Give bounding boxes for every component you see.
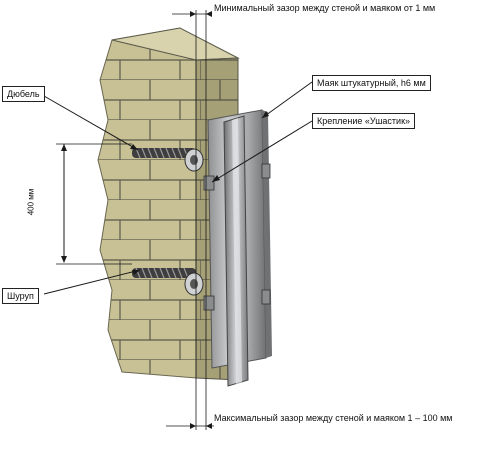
max-gap-arrow-left [190, 423, 196, 429]
clip-label: Крепление «Ушастик» [312, 113, 416, 129]
leader-shurup-arrow [132, 270, 140, 275]
leader-dubel-arrow [130, 144, 138, 150]
ear-clip-lower [203, 295, 215, 311]
ear-clip-right-upper [261, 163, 271, 179]
leader-kreplenie [211, 120, 313, 183]
leader-dubel [43, 95, 139, 151]
max-gap-label: Максимальный зазор между стеной и маяком… [214, 413, 453, 423]
leader-mayak [261, 81, 313, 119]
ear-clip-right-lower [261, 289, 271, 305]
spacing-arrow-top [61, 144, 67, 151]
beacon-label: Маяк штукатурный, h6 мм [312, 75, 431, 91]
dowel-label: Дюбель [2, 86, 45, 102]
leader-kreplenie-arrow [212, 175, 220, 182]
brick-wall-front [97, 27, 197, 379]
ear-clip-upper [203, 175, 215, 191]
spacing-label: 400 мм [26, 188, 36, 216]
leader-mayak-arrow [262, 111, 269, 118]
dowel-lower [132, 267, 204, 296]
dowel-upper [132, 147, 204, 172]
spacing-arrow-bottom [61, 256, 67, 263]
min-gap-label: Минимальный зазор между стеной и маяком … [214, 3, 436, 13]
max-gap-arrow-right [206, 423, 212, 429]
min-gap-arrow-left [190, 11, 196, 17]
screw-label: Шуруп [2, 288, 39, 304]
min-gap-arrow-right [206, 11, 212, 17]
beacon-rail-ridge [232, 118, 242, 384]
leader-shurup [43, 269, 141, 295]
